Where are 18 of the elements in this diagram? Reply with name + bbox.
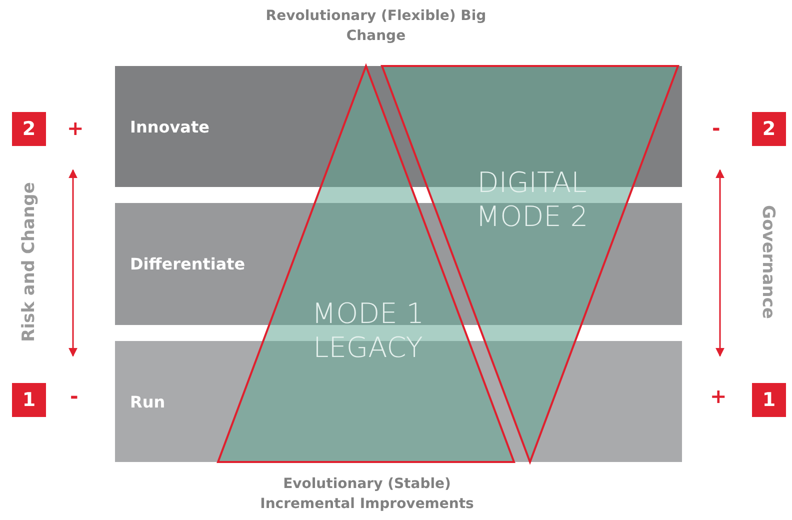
mode-label: DIGITAL MODE 2 <box>474 166 590 234</box>
axis-label: Governance <box>758 205 778 319</box>
axis-caption: Revolutionary (Flexible) Big Change <box>264 7 488 46</box>
band-label: Differentiate <box>130 254 246 274</box>
sign-label: - <box>712 116 720 140</box>
sign-label: + <box>710 384 727 408</box>
axis-label: Risk and Change <box>19 182 39 342</box>
band-label: Innovate <box>130 117 210 136</box>
axis-caption: Evolutionary (Stable) Incremental Improvements <box>259 475 475 514</box>
sign-label: + <box>67 116 84 140</box>
number-badge: 2 <box>12 112 46 146</box>
sign-label: - <box>70 384 78 408</box>
number-badge: 1 <box>12 383 46 417</box>
band-label: Run <box>130 392 166 411</box>
number-badge: 1 <box>752 383 786 417</box>
layer-band <box>115 203 682 325</box>
number-badge: 2 <box>752 112 786 146</box>
mode-label: MODE 1 LEGACY <box>310 297 426 365</box>
